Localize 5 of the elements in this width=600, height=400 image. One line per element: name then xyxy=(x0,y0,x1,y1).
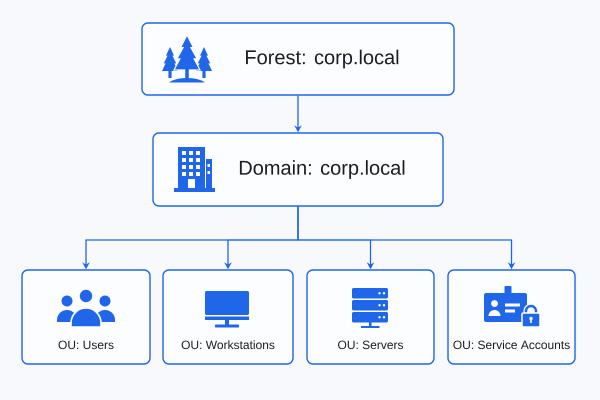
node-box: OU: Servers xyxy=(306,269,435,365)
node-box: OU: Workstations xyxy=(162,269,294,365)
node-box: Forest: corp.local xyxy=(141,22,455,96)
node-box: OU: Users xyxy=(21,269,151,365)
node-box: Domain: corp.local xyxy=(152,132,444,207)
